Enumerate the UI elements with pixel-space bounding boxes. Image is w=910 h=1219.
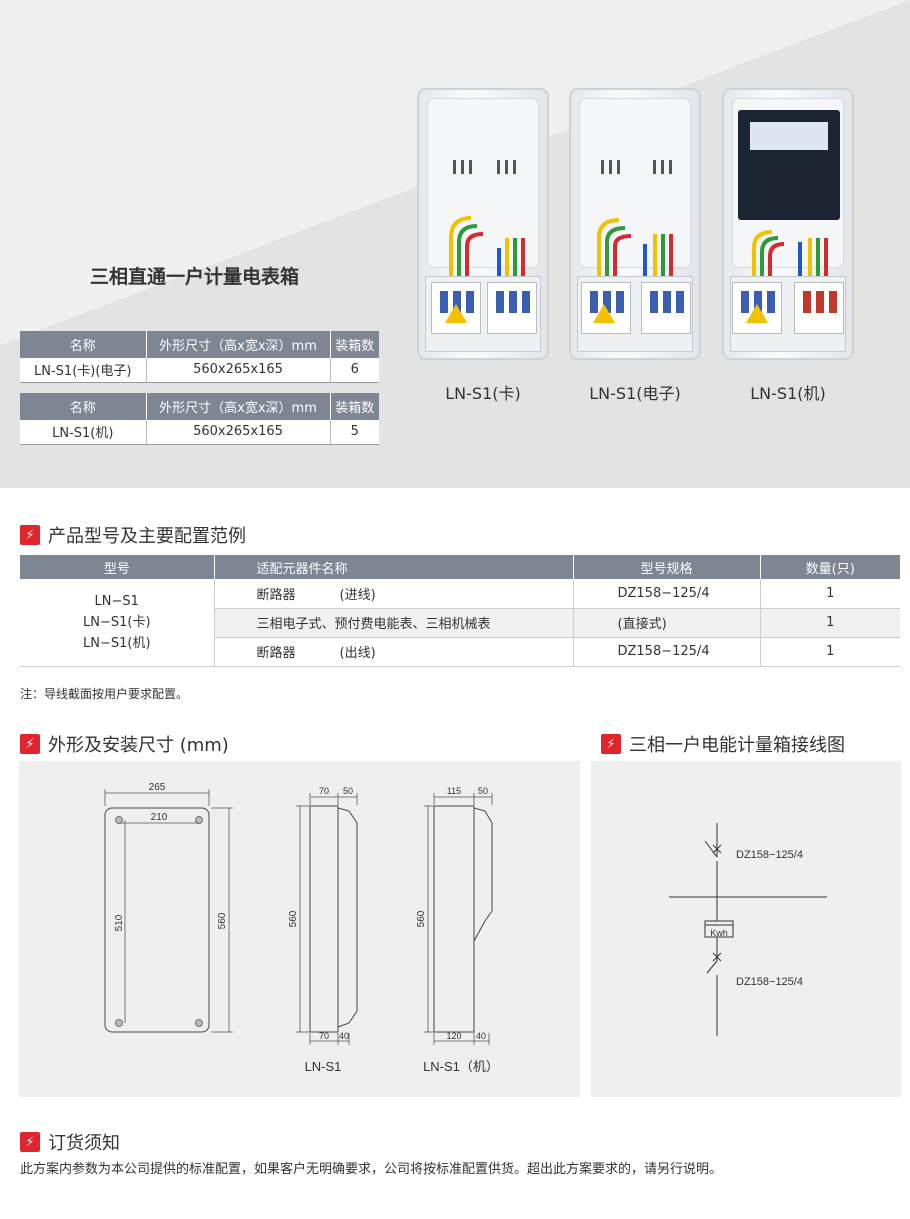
breaker-bottom-label: DZ158−125/4 bbox=[736, 976, 803, 988]
component-spec: DZ158−125/4 bbox=[573, 579, 761, 609]
front-hole-height-label: 510 bbox=[114, 914, 125, 931]
front-view: 265 210 510 560 bbox=[104, 782, 233, 1033]
product-label-electronic: LN-S1(电子) bbox=[589, 384, 681, 403]
lightning-icon: ⚡ bbox=[20, 525, 40, 545]
component-qty: 1 bbox=[760, 579, 900, 609]
spec-cell-size: 560x265x165 bbox=[146, 358, 331, 383]
side2-top-b: 50 bbox=[478, 786, 488, 796]
dimensions-panel: 265 210 510 560 70 50 560 70 40 LN-S1 bbox=[19, 761, 580, 1097]
component-qty: 1 bbox=[760, 637, 900, 667]
config-header-component: 适配元器件名称 bbox=[214, 555, 574, 579]
product-photo-card bbox=[417, 88, 549, 360]
config-header-model: 型号 bbox=[20, 555, 215, 579]
config-models: LN−S1 LN−S1(卡) LN−S1(机) bbox=[20, 579, 215, 667]
lightning-icon: ⚡ bbox=[20, 1132, 40, 1152]
component-spec: DZ158−125/4 bbox=[573, 637, 761, 667]
product-photo-electronic bbox=[569, 88, 701, 360]
config-table: 型号 适配元器件名称 型号规格 数量(只) LN−S1 LN−S1(卡) LN−… bbox=[20, 555, 900, 667]
front-height-label: 560 bbox=[217, 912, 228, 929]
side2-bot-a: 120 bbox=[446, 1031, 461, 1041]
order-text: 此方案内参数为本公司提供的标准配置，如果客户无明确要求，公司将按标准配置供货。超… bbox=[20, 1162, 723, 1177]
side1-bot-a: 70 bbox=[319, 1031, 329, 1041]
side2-bot-b: 40 bbox=[476, 1031, 486, 1041]
spec-cell-name: LN-S1(卡)(电子) bbox=[20, 358, 147, 383]
meter-label: Kwh bbox=[710, 928, 728, 938]
side-view-s1: 70 50 560 70 40 LN-S1 bbox=[288, 786, 358, 1074]
wiring-diagram: DZ158−125/4 Kwh DZ158−125/4 bbox=[669, 823, 827, 1036]
component-name: 断路器(进线) bbox=[214, 579, 574, 609]
side1-top-a: 70 bbox=[319, 786, 329, 796]
config-header-qty: 数量(只) bbox=[760, 555, 900, 579]
spec-header-name: 名称 bbox=[20, 331, 147, 358]
spec-cell-size: 560x265x165 bbox=[146, 420, 331, 445]
spec-table-2: 名称 外形尺寸（高x宽x深）mm 装箱数 LN-S1(机) 560x265x16… bbox=[20, 393, 379, 445]
config-note: 注：导线截面按用户要求配置。 bbox=[20, 687, 189, 701]
order-heading-text: 订货须知 bbox=[48, 1133, 120, 1154]
model-item: LN−S1(卡) bbox=[82, 614, 151, 630]
spec-header-name: 名称 bbox=[20, 393, 147, 420]
product-label-mechanical: LN-S1(机) bbox=[750, 384, 826, 403]
model-item: LN−S1 bbox=[94, 593, 139, 609]
table-row: 断路器(出线) DZ158−125/4 1 bbox=[20, 637, 900, 667]
order-heading: ⚡ 订货须知 bbox=[20, 1129, 120, 1155]
front-width-label: 265 bbox=[149, 782, 166, 793]
component-qty: 1 bbox=[760, 608, 900, 638]
component-spec: (直接式) bbox=[573, 608, 761, 638]
side1-label: LN-S1 bbox=[305, 1059, 342, 1074]
component-name: 断路器(出线) bbox=[214, 637, 574, 667]
config-heading-text: 产品型号及主要配置范例 bbox=[48, 526, 246, 547]
wiring-heading-text: 三相一户电能计量箱接线图 bbox=[629, 735, 845, 756]
config-heading: ⚡ 产品型号及主要配置范例 bbox=[20, 522, 246, 548]
spec-table-1: 名称 外形尺寸（高x宽x深）mm 装箱数 LN-S1(卡)(电子) 560x26… bbox=[20, 331, 379, 383]
model-item: LN−S1(机) bbox=[82, 635, 151, 651]
breaker-bottom-switch bbox=[706, 960, 718, 974]
hero-title: 三相直通一户计量电表箱 bbox=[90, 266, 300, 288]
dimensions-heading: ⚡ 外形及安装尺寸 (mm) bbox=[20, 731, 229, 757]
side2-height: 560 bbox=[416, 910, 427, 927]
wiring-panel: DZ158−125/4 Kwh DZ158−125/4 bbox=[591, 761, 901, 1097]
dimensions-heading-text: 外形及安装尺寸 (mm) bbox=[48, 735, 229, 756]
spec-header-size: 外形尺寸（高x宽x深）mm bbox=[146, 393, 331, 420]
lightning-icon: ⚡ bbox=[20, 734, 40, 754]
product-label-card: LN-S1(卡) bbox=[445, 384, 521, 403]
wiring-heading: ⚡ 三相一户电能计量箱接线图 bbox=[601, 731, 845, 757]
side1-height: 560 bbox=[288, 910, 299, 927]
side2-top-a: 115 bbox=[447, 786, 461, 796]
spec-header-size: 外形尺寸（高x宽x深）mm bbox=[146, 331, 331, 358]
component-name: 三相电子式、预付费电能表、三相机械表 bbox=[214, 608, 574, 638]
spec-cell-count: 5 bbox=[330, 420, 379, 445]
side-view-s1-mech: 115 50 560 120 40 LN-S1（机） bbox=[416, 786, 499, 1074]
side2-label: LN-S1（机） bbox=[423, 1059, 499, 1074]
table-row: 三相电子式、预付费电能表、三相机械表 (直接式) 1 bbox=[20, 608, 900, 638]
side1-bot-b: 40 bbox=[339, 1031, 349, 1041]
lightning-icon: ⚡ bbox=[601, 734, 621, 754]
breaker-top-label: DZ158−125/4 bbox=[736, 849, 803, 861]
breaker-top-switch bbox=[704, 840, 718, 858]
spec-header-count: 装箱数 bbox=[330, 331, 379, 358]
config-header-spec: 型号规格 bbox=[573, 555, 761, 579]
product-hero: 三相直通一户计量电表箱 名称 外形尺寸（高x宽x深）mm 装箱数 LN-S1(卡… bbox=[0, 0, 910, 488]
spec-header-count: 装箱数 bbox=[330, 393, 379, 420]
product-photo-mechanical bbox=[722, 88, 854, 360]
spec-cell-count: 6 bbox=[330, 358, 379, 383]
dimension-drawing: 265 210 510 560 70 50 560 70 40 LN-S1 bbox=[104, 782, 499, 1074]
spec-cell-name: LN-S1(机) bbox=[20, 420, 147, 445]
side1-top-b: 50 bbox=[343, 786, 353, 796]
front-hole-width-label: 210 bbox=[151, 812, 168, 823]
table-row: LN−S1 LN−S1(卡) LN−S1(机) 断路器(进线) DZ158−12… bbox=[20, 579, 900, 667]
